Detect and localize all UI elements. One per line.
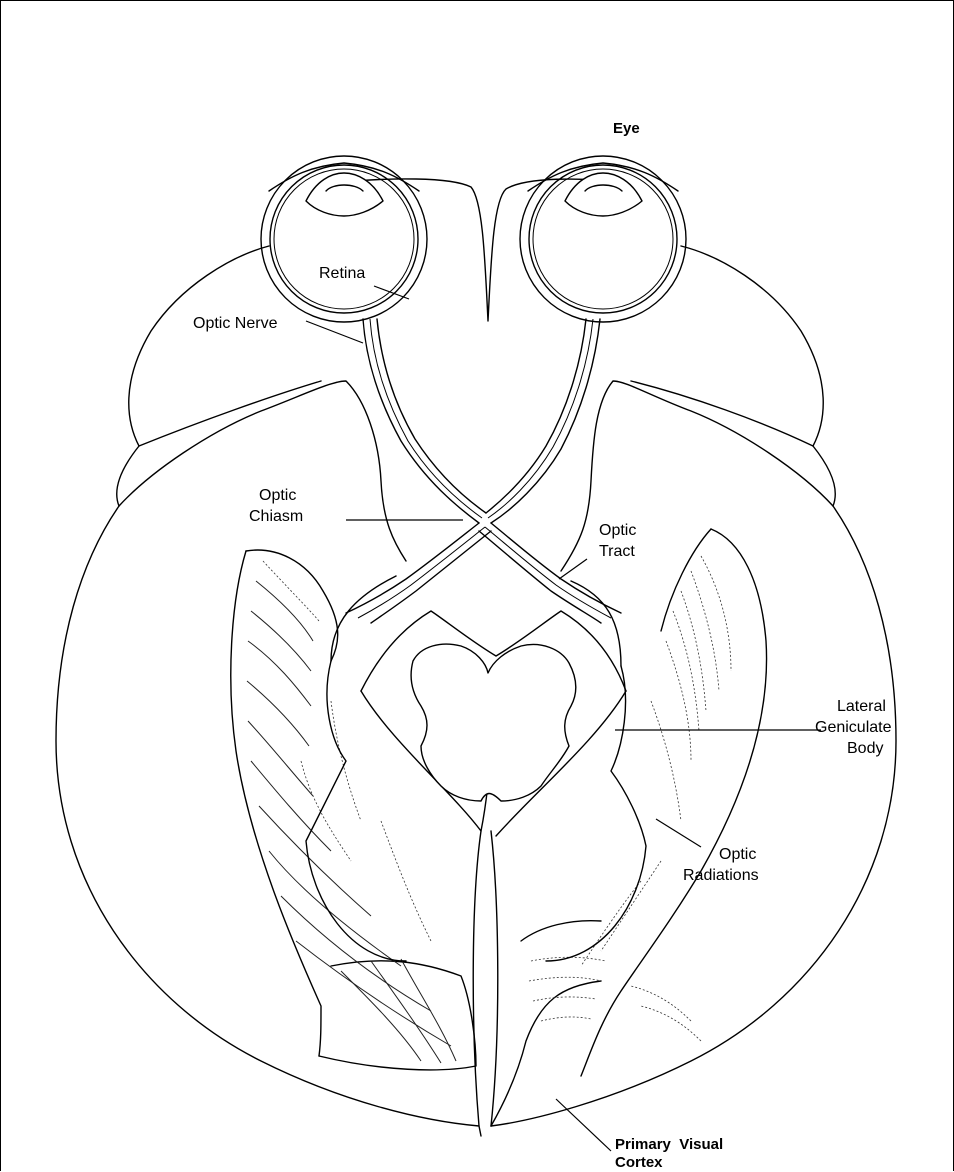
left-occipital-shading <box>231 550 476 1070</box>
label-visual-cortex-2: Cortex <box>615 1154 663 1171</box>
label-visual-cortex-1: Primary Visual <box>615 1136 723 1153</box>
label-eye: Eye <box>613 120 640 137</box>
left-eye <box>261 156 427 322</box>
optic-nerve-leader <box>306 321 363 343</box>
label-optic-chiasm-1: Optic <box>259 487 296 504</box>
label-lgb-1: Lateral <box>837 698 886 715</box>
midbrain <box>361 611 626 836</box>
label-optic-radiations-1: Optic <box>719 846 756 863</box>
label-optic-radiations-2: Radiations <box>683 867 759 884</box>
visual-cortex-leader <box>556 1099 611 1151</box>
optic-tract-leader <box>559 559 587 579</box>
optic-radiations-leader <box>656 819 701 847</box>
optic-pathways <box>346 319 621 623</box>
right-occipital-shading <box>491 529 767 1126</box>
retina-leader <box>374 286 409 299</box>
label-retina: Retina <box>319 265 365 282</box>
label-optic-nerve: Optic Nerve <box>193 315 278 332</box>
right-eye <box>520 156 686 322</box>
label-lgb-2: Geniculate <box>815 719 892 736</box>
label-optic-chiasm-2: Chiasm <box>249 508 303 525</box>
label-optic-tract-1: Optic <box>599 522 636 539</box>
label-lgb-3: Body <box>847 740 883 757</box>
label-optic-tract-2: Tract <box>599 543 635 560</box>
